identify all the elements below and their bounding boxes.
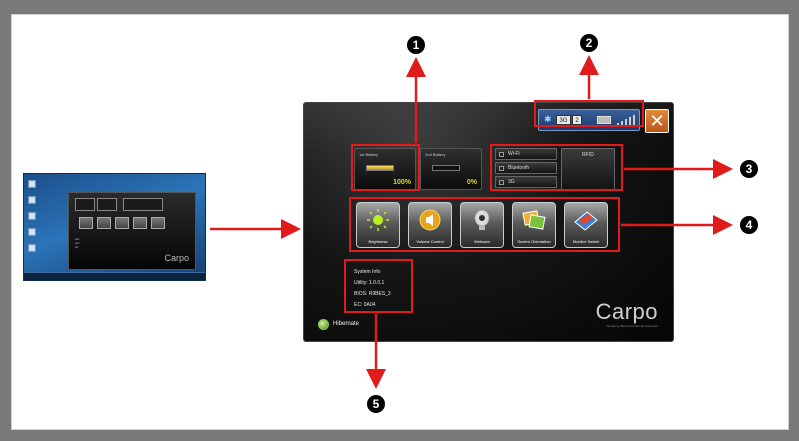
marker-3: 3 <box>740 160 758 178</box>
screen-orientation-label: Screen Orientation <box>517 239 551 244</box>
battery-label: 2nd Battery <box>425 152 446 157</box>
volume-label: Volume Control <box>416 239 444 244</box>
battery-bar <box>432 165 460 171</box>
marker-2: 2 <box>580 34 598 52</box>
hibernate-button[interactable]: Hibernate <box>318 319 378 335</box>
battery-card-1: 1st Battery 100% <box>354 148 416 190</box>
mini-tile <box>97 217 111 229</box>
screen-orientation-icon <box>522 210 546 230</box>
brand-name: Carpo <box>595 299 658 324</box>
mini-tile <box>151 217 165 229</box>
battery-percent: 100% <box>393 179 411 186</box>
checkbox[interactable] <box>499 166 504 171</box>
annotation-box-quick-buttons <box>349 197 620 252</box>
monitor-switch-icon <box>574 211 598 231</box>
mini-brand: Carpo <box>164 253 189 263</box>
bios-version: BIOS: R9BES_3 <box>354 291 391 297</box>
annotation-box-status-tray <box>534 100 644 127</box>
carpo-control-window: ✱ 3G 2 ✕ 1st Battery 100% 2nd Battery 0%… <box>303 102 674 342</box>
mini-tile <box>79 217 93 229</box>
brand-tagline: Design by Best International Computer <box>606 324 658 328</box>
monitor-switch-label: Monitor Switch <box>572 239 600 244</box>
3g-label: 3G <box>508 179 515 185</box>
marker-1: 1 <box>407 36 425 54</box>
annotation-box-comm <box>490 144 623 191</box>
webcam-label: Webcam <box>474 239 490 244</box>
brightness-button[interactable]: Brightness <box>356 202 400 248</box>
annotation-box-system-info <box>344 259 413 313</box>
mini-comm-box <box>123 198 163 211</box>
mini-tile <box>115 217 129 229</box>
desktop-thumbnail: ▪▪▪▪▪▪▪▪▪▪▪ Carpo <box>23 173 206 281</box>
desktop-icon <box>28 228 36 236</box>
checkbox[interactable] <box>499 152 504 157</box>
mini-battery-box <box>75 198 95 211</box>
mini-sysinfo: ▪▪▪▪▪▪▪▪▪▪▪ <box>75 237 80 249</box>
ec-version: EC: 0A04 <box>354 302 376 308</box>
battery-percent: 0% <box>466 179 477 186</box>
bluetooth-icon: ✱ <box>544 114 552 124</box>
bluetooth-toggle[interactable]: Bluetooth <box>495 162 557 174</box>
brightness-icon <box>367 209 389 231</box>
screen-orientation-button[interactable]: Screen Orientation <box>512 202 556 248</box>
battery-panel: 1st Battery 100% 2nd Battery 0% <box>354 148 487 192</box>
battery-label: 1st Battery <box>359 152 379 157</box>
battery-bar <box>366 165 394 171</box>
desktop-icon <box>28 244 36 252</box>
communication-panel: Wi-Fi Bluetooth 3G RFID <box>495 148 621 192</box>
mini-tile <box>133 217 147 229</box>
wifi-label: Wi-Fi <box>508 151 520 157</box>
mini-battery-box <box>97 198 117 211</box>
volume-control-button[interactable]: Volume Control <box>408 202 452 248</box>
3g-toggle[interactable]: 3G <box>495 176 557 188</box>
mini-app-window: ▪▪▪▪▪▪▪▪▪▪▪ Carpo <box>68 192 196 270</box>
signal-strength-icon <box>617 115 635 126</box>
battery-card-2: 2nd Battery 0% <box>420 148 482 190</box>
volume-icon <box>419 209 441 231</box>
utility-version: Utility: 1.0.0.1 <box>354 280 385 286</box>
webcam-button[interactable]: Webcam <box>460 202 504 248</box>
system-info: System Info Utility: 1.0.0.1 BIOS: R9BES… <box>350 265 414 315</box>
webcam-icon <box>474 209 490 230</box>
system-info-title: System Info <box>354 269 381 275</box>
bluetooth-label: Bluetooth <box>508 165 530 171</box>
monitor-switch-button[interactable]: Monitor Switch <box>564 202 608 248</box>
battery-icon <box>597 116 611 124</box>
close-button[interactable]: ✕ <box>645 109 669 133</box>
quick-buttons-panel: Brightness Volume Control Webcam Screen … <box>354 202 618 252</box>
taskbar <box>24 272 205 280</box>
network-badge-2: 2 <box>572 115 582 125</box>
hibernate-icon <box>318 319 329 330</box>
battery-fill <box>367 166 393 170</box>
wifi-toggle[interactable]: Wi-Fi <box>495 148 557 160</box>
checkbox[interactable] <box>499 180 504 185</box>
brightness-label: Brightness <box>368 239 388 244</box>
marker-5: 5 <box>367 395 385 413</box>
hibernate-label: Hibernate <box>333 321 360 327</box>
network-badge: 3G <box>556 115 571 125</box>
desktop-icon <box>28 196 36 204</box>
desktop-icon <box>28 180 36 188</box>
desktop-icon <box>28 212 36 220</box>
annotation-box-batteries <box>351 144 420 191</box>
close-icon: ✕ <box>649 111 665 131</box>
marker-4: 4 <box>740 216 758 234</box>
rfid-label: RFID <box>582 152 594 158</box>
